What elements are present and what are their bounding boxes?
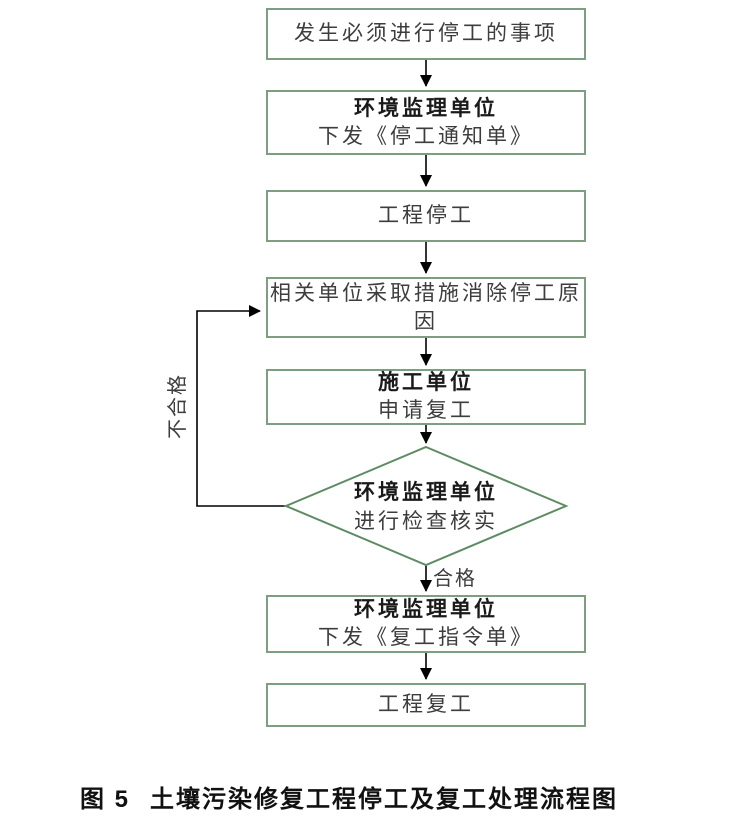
node-eliminate-cause-text: 相关单位采取措施消除停工原因 xyxy=(270,281,582,333)
decision-diamond-shape xyxy=(283,445,569,567)
node-issue-stop-notice-title: 环境监理单位 xyxy=(354,96,498,120)
node-issue-resume-order-subtitle: 下发《复工指令单》 xyxy=(318,626,534,649)
node-issue-stop-notice-subtitle: 下发《停工通知单》 xyxy=(318,124,534,148)
node-project-resume: 工程复工 xyxy=(266,683,586,727)
node-apply-resume-title: 施工单位 xyxy=(378,371,474,394)
node-inspect-verify-title: 环境监理单位 xyxy=(354,481,498,504)
figure-caption-title: 土壤污染修复工程停工及复工处理流程图 xyxy=(150,786,619,813)
node-project-resume-text: 工程复工 xyxy=(378,693,474,716)
figure-caption-number: 图 5 xyxy=(80,786,131,813)
node-apply-resume: 施工单位 申请复工 xyxy=(266,369,586,425)
node-eliminate-cause: 相关单位采取措施消除停工原因 xyxy=(266,277,586,338)
node-issue-resume-order: 环境监理单位 下发《复工指令单》 xyxy=(266,595,586,653)
node-apply-resume-subtitle: 申请复工 xyxy=(378,399,474,422)
node-stop-event: 发生必须进行停工的事项 xyxy=(266,8,586,60)
node-inspect-verify: 环境监理单位 进行检查核实 xyxy=(306,478,546,536)
node-project-stop-text: 工程停工 xyxy=(378,204,474,227)
node-project-stop: 工程停工 xyxy=(266,190,586,242)
node-issue-stop-notice: 环境监理单位 下发《停工通知单》 xyxy=(266,90,586,155)
feedback-fail-connector xyxy=(196,305,286,507)
node-issue-resume-order-title: 环境监理单位 xyxy=(354,598,498,621)
node-stop-event-text: 发生必须进行停工的事项 xyxy=(294,22,558,45)
edge-label-pass: 合格 xyxy=(433,568,477,590)
node-inspect-verify-subtitle: 进行检查核实 xyxy=(354,510,498,533)
figure-caption: 图 5 土壤污染修复工程停工及复工处理流程图 xyxy=(80,779,618,814)
edge-label-fail: 不合格 xyxy=(167,373,189,439)
